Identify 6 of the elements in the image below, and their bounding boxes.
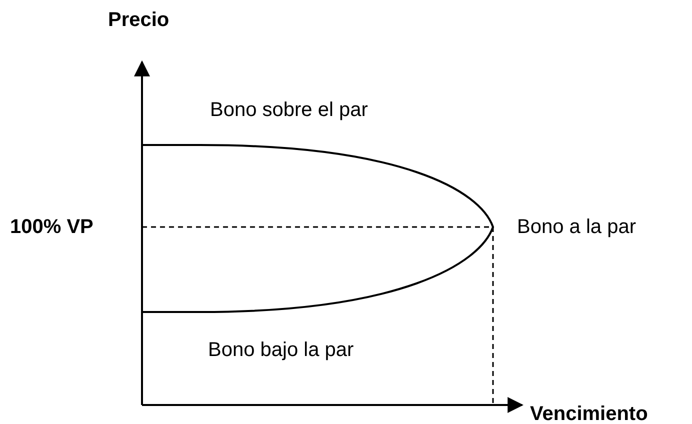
region-label: Bono bajo la par [208, 338, 354, 362]
region-label: Bono a la par [517, 215, 636, 239]
axis-label: Vencimiento [530, 402, 648, 424]
axis-label: Precio [108, 8, 170, 32]
region-label: Bono sobre el par [210, 98, 368, 122]
axis-value-label: 100% VP [10, 215, 94, 239]
